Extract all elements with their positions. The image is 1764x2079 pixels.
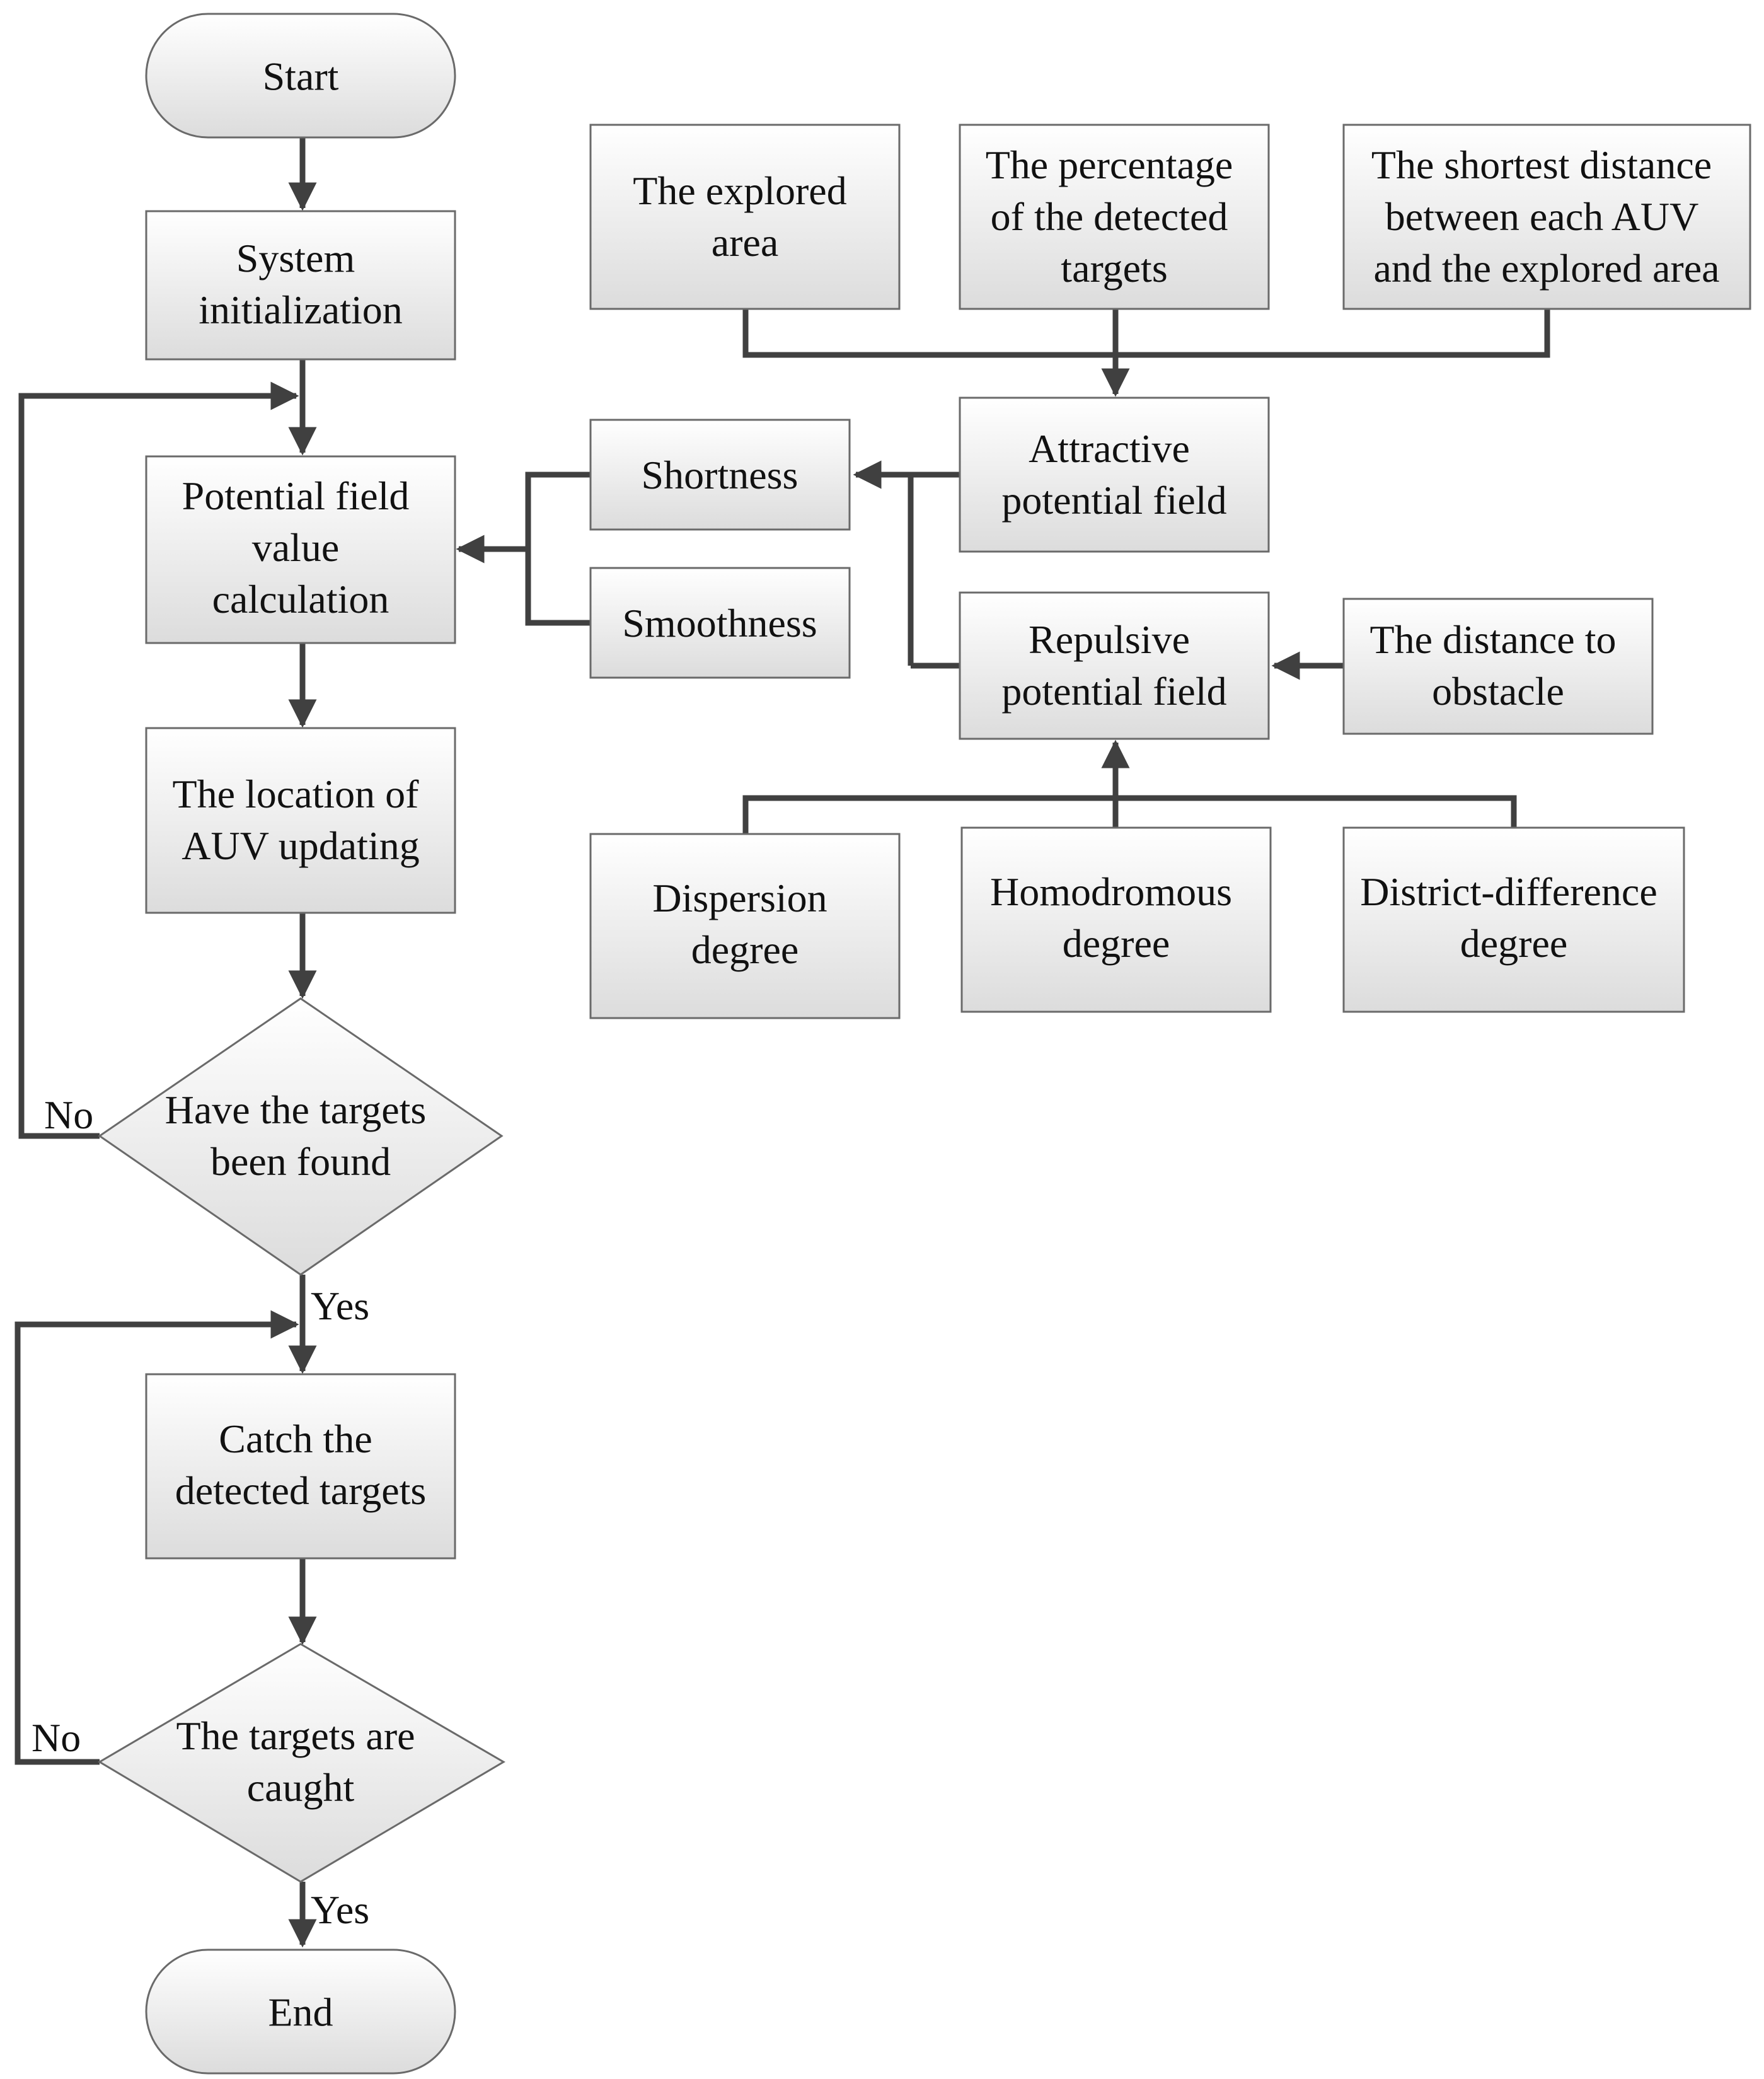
svg-text:The explored area: The explored area (633, 168, 856, 265)
district-difference-line-1: District-difference (1360, 869, 1657, 914)
shortness-label: Shortness (642, 453, 798, 497)
dispersion-degree-box: Dispersion degree (589, 833, 901, 1019)
svg-text:End: End (268, 1989, 333, 2034)
svg-text:Homodromous degree: Homodromous degree (990, 869, 1242, 966)
shortest-distance-line-2: between each AUV (1385, 194, 1698, 239)
shortest-distance-line-3: and the explored area (1373, 246, 1719, 291)
svg-text:Attractive potential fie: Attractive potential field (1001, 426, 1226, 523)
decision-found-line-1: Have the targets (165, 1087, 427, 1132)
svg-text:District-difference degr: District-difference degree (1360, 869, 1667, 966)
start-label: Start (263, 54, 339, 98)
catch-targets-box: Catch the detected targets (145, 1373, 456, 1560)
system-init-line-2: initialization (199, 287, 402, 332)
label-no-caught: No (32, 1715, 81, 1760)
svg-text:The shortest distance be: The shortest distance between each AUV a… (1371, 142, 1722, 291)
distance-obstacle-line-1: The distance to (1370, 617, 1617, 662)
potential-calc-line-1: Potential field (182, 473, 410, 518)
edge-bottom-inputs-bracket (742, 795, 1517, 834)
district-difference-line-2: degree (1460, 921, 1568, 966)
decision-targets-caught: The targets are caught (98, 1643, 505, 1883)
svg-text:Shortness: Shortness (642, 453, 798, 497)
svg-text:The percentage of the de: The percentage of the detected targets (986, 142, 1243, 291)
percentage-detected-box: The percentage of the detected targets (959, 124, 1270, 310)
repulsive-field-line-2: potential field (1001, 669, 1226, 714)
decision-found-line-2: been found (210, 1139, 391, 1184)
homodromous-degree-line-1: Homodromous (990, 869, 1232, 914)
svg-text:Have the targets been fo: Have the targets been found (165, 1087, 437, 1184)
repulsive-field-box: Repulsive potential field (959, 591, 1270, 740)
district-difference-box: District-difference degree (1342, 826, 1685, 1013)
homodromous-degree-box: Homodromous degree (960, 826, 1272, 1013)
location-update-line-1: The location of (173, 772, 420, 816)
explored-area-line-2: area (712, 220, 779, 265)
potential-calc-line-3: calculation (212, 577, 389, 622)
potential-calc-line-2: value (252, 525, 340, 570)
svg-text:Smoothness: Smoothness (622, 601, 817, 646)
decision-targets-found: Have the targets been found (98, 997, 504, 1276)
svg-text:The distance to obstacle: The distance to obstacle (1370, 617, 1627, 714)
homodromous-degree-line-2: degree (1063, 921, 1170, 966)
svg-text:Catch the detected targe: Catch the detected targets (175, 1416, 427, 1513)
dispersion-degree-line-1: Dispersion (652, 876, 827, 920)
distance-obstacle-box: The distance to obstacle (1342, 598, 1654, 735)
dispersion-degree-line-2: degree (691, 927, 799, 972)
location-update-line-2: AUV updating (182, 823, 419, 868)
label-yes-caught: Yes (311, 1887, 369, 1932)
end-label: End (268, 1989, 333, 2034)
smoothness-box: Smoothness (589, 567, 851, 679)
potential-calc-box: Potential field value calculation (145, 455, 456, 644)
svg-text:System initialization: System initialization (199, 236, 402, 332)
decision-caught-line-2: caught (247, 1765, 355, 1810)
attractive-field-line-2: potential field (1001, 478, 1226, 523)
percentage-detected-line-2: of the detected (991, 194, 1228, 239)
svg-text:Dispersion degree: Dispersion degree (652, 876, 837, 972)
percentage-detected-line-3: targets (1061, 246, 1167, 291)
percentage-detected-line-1: The percentage (986, 142, 1233, 187)
shortest-distance-box: The shortest distance between each AUV a… (1342, 124, 1751, 310)
start-terminal: Start (145, 13, 456, 139)
connectors (14, 137, 1550, 1948)
shortness-box: Shortness (589, 419, 851, 531)
shortest-distance-line-1: The shortest distance (1371, 142, 1712, 187)
distance-obstacle-line-2: obstacle (1432, 669, 1564, 714)
edge-no-loop-caught (14, 1310, 299, 1765)
attractive-field-box: Attractive potential field (959, 397, 1270, 553)
catch-targets-line-2: detected targets (175, 1468, 427, 1513)
repulsive-field-line-1: Repulsive (1029, 617, 1190, 662)
svg-text:Start: Start (263, 54, 339, 98)
svg-text:The location of AUV upda: The location of AUV updating (173, 772, 429, 868)
system-init-box: System initialization (145, 210, 456, 361)
attractive-field-line-1: Attractive (1029, 426, 1190, 471)
decision-caught-line-1: The targets are (176, 1713, 415, 1758)
svg-text:Repulsive potential fiel: Repulsive potential field (1001, 617, 1226, 714)
end-terminal: End (145, 1949, 456, 2075)
edge-top-inputs-bracket (742, 309, 1550, 358)
system-init-line-1: System (236, 236, 355, 281)
location-update-box: The location of AUV updating (145, 727, 456, 914)
catch-targets-line-1: Catch the (219, 1416, 372, 1461)
edge-shortness-smoothness-bracket (525, 472, 591, 626)
label-no-found: No (44, 1092, 93, 1137)
svg-text:The targets are caught: The targets are caught (176, 1713, 425, 1810)
svg-text:Potential field value: Potential field value calculation (182, 473, 420, 622)
label-yes-found: Yes (311, 1283, 369, 1328)
explored-area-line-1: The explored (633, 168, 846, 213)
explored-area-box: The explored area (589, 124, 901, 310)
edge-no-loop-found (18, 381, 299, 1139)
smoothness-label: Smoothness (622, 601, 817, 646)
